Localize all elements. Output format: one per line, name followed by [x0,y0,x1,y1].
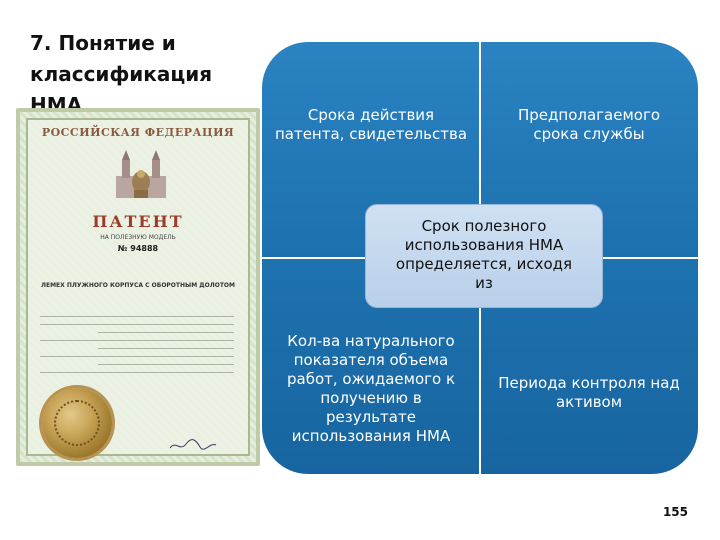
term-matrix-diagram: Срока действия патента, свидетельства Пр… [262,42,698,474]
patent-number: № 94888 [28,244,248,253]
quadrant-label: Предполагаемого срока службы [488,106,690,144]
gold-seal-icon [42,388,112,458]
page-number: 155 [628,505,688,519]
quadrant-label: Периода контроля над активом [488,374,690,412]
patent-name: ЛЕМЕХ ПЛУЖНОГО КОРПУСА С ОБОРОТНЫМ ДОЛОТ… [38,282,238,290]
patent-title: ПАТЕНТ [28,212,248,231]
kremlin-emblem-icon [108,146,174,204]
patent-subtitle: НА ПОЛЕЗНУЮ МОДЕЛЬ [28,234,248,241]
patent-frame: РОССИЙСКАЯ ФЕДЕРАЦИЯ ПАТЕНТ НА ПОЛЕЗНУЮ … [26,118,250,456]
patent-text-lines [40,316,234,380]
center-box: Срок полезного использования НМА определ… [365,204,603,308]
quadrant-label: Кол-ва натурального показателя объема ра… [270,332,472,446]
patent-header: РОССИЙСКАЯ ФЕДЕРАЦИЯ [28,126,248,139]
quadrant-label: Срока действия патента, свидетельства [270,106,472,144]
patent-certificate-image: РОССИЙСКАЯ ФЕДЕРАЦИЯ ПАТЕНТ НА ПОЛЕЗНУЮ … [16,108,260,466]
signature-icon [168,438,218,452]
